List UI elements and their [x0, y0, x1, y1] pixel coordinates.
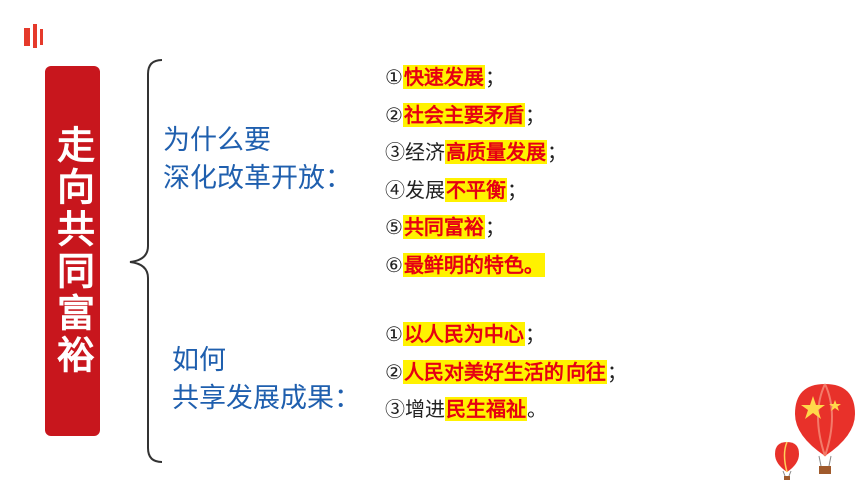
item-punct: ； — [524, 102, 545, 127]
item-number: ② — [385, 359, 403, 384]
list-item: ③增进民生福祉。 — [385, 391, 627, 429]
answer-list-share: ①以人民为中心； ②人民对美好生活的向往； ③增进民生福祉。 — [385, 316, 627, 429]
highlight-text: 高质量发展 — [445, 140, 547, 165]
item-number: ④ — [385, 177, 405, 202]
item-number: ③ — [385, 397, 405, 422]
item-number: ⑤ — [385, 215, 403, 240]
question-why-reform-line2: 深化改革开放： — [163, 163, 352, 194]
item-punct: ； — [547, 140, 567, 165]
item-text: 发展 — [405, 177, 445, 202]
highlight-text: 快速发展 — [402, 65, 485, 89]
highlight-text: 以人民为中心 — [402, 322, 525, 346]
left-brace — [129, 59, 163, 463]
list-item: ①快速发展； — [385, 59, 567, 97]
highlight-text: 共同富裕 — [402, 215, 485, 240]
item-punct: 。 — [527, 397, 547, 422]
highlight-text: 人民对美好生活的 — [402, 359, 565, 384]
list-item: ②人民对美好生活的向往； — [385, 354, 627, 392]
list-item: ⑤共同富裕； — [385, 209, 567, 247]
item-number: ③ — [385, 140, 405, 165]
question-why-reform-line1: 为什么要 — [163, 125, 271, 156]
highlight-text: 社会主要矛盾 — [402, 102, 525, 127]
highlight-text: 不平衡 — [445, 177, 507, 202]
answer-list-reform: ①快速发展； ②社会主要矛盾； ③经济高质量发展； ④发展不平衡； ⑤共同富裕；… — [385, 59, 567, 285]
list-item: ①以人民为中心； — [385, 316, 627, 354]
item-punct: ； — [524, 322, 545, 346]
highlight-text-2: 向往 — [564, 359, 607, 384]
highlight-text: 民生福祉 — [445, 397, 527, 422]
title-text: 走向共同富裕 — [50, 125, 95, 377]
item-number: ② — [385, 102, 403, 127]
item-text: 经济 — [405, 140, 445, 165]
title-box: 走向共同富裕 — [45, 66, 100, 436]
item-punct: ； — [606, 359, 627, 384]
item-punct: ； — [484, 215, 505, 240]
item-punct: ； — [507, 177, 527, 202]
question-how-share-line1: 如何 — [172, 345, 226, 376]
item-number: ① — [385, 65, 403, 89]
list-item: ③经济高质量发展； — [385, 134, 567, 172]
question-how-share-line2: 共享发展成果： — [172, 383, 361, 414]
item-punct: ； — [484, 65, 505, 89]
item-text: 增进 — [405, 397, 445, 422]
item-number: ⑥ — [385, 252, 403, 277]
list-item: ④发展不平衡； — [385, 172, 567, 210]
hot-air-balloon-icon — [775, 383, 855, 480]
question-why-reform: 为什么要 深化改革开放： — [163, 122, 352, 198]
highlight-text: 最鲜明的特色。 — [402, 252, 545, 277]
list-item: ⑥最鲜明的特色。 — [385, 247, 567, 285]
question-how-share: 如何 共享发展成果： — [172, 342, 361, 418]
list-item: ②社会主要矛盾； — [385, 97, 567, 135]
item-number: ① — [385, 322, 403, 346]
red-bars-logo-icon — [24, 24, 43, 48]
